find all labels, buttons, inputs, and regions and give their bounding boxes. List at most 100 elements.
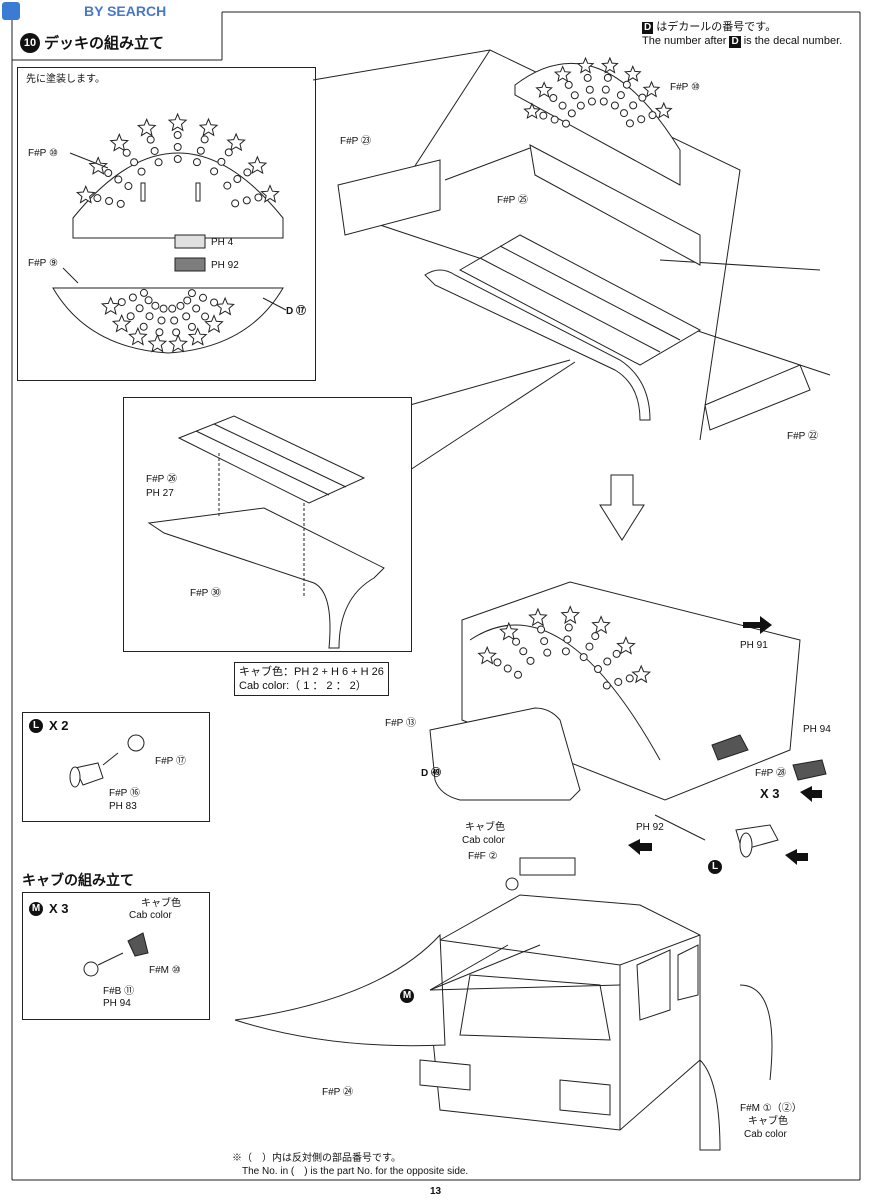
star-icon xyxy=(226,132,246,152)
stud-icon xyxy=(514,670,523,679)
cab-color-formula: キャブ色：PH 2 + H 6 + H 26 Cab color:（ 1 ： 2… xyxy=(234,662,389,696)
page-number: 13 xyxy=(430,1186,442,1197)
stud-icon xyxy=(172,328,181,337)
stud-icon xyxy=(570,91,579,100)
stud-icon xyxy=(612,649,621,658)
stud-icon xyxy=(137,167,146,176)
mirror-fm10: F#M ⑩ xyxy=(149,965,181,976)
paint-note: 先に塗装します。 xyxy=(26,74,105,85)
mirror-box: M X 3 キャブ色 Cab color F#M ⑩ F#B ⑪ PH 94 xyxy=(22,892,210,1020)
stud-icon xyxy=(512,637,521,646)
star-icon xyxy=(654,101,673,119)
stud-icon xyxy=(585,642,594,651)
star-icon xyxy=(111,313,132,333)
cab-section-title: キャブの組み立て xyxy=(22,872,134,888)
stud-icon xyxy=(591,632,600,641)
stud-icon xyxy=(168,304,177,313)
stud-icon xyxy=(602,681,611,690)
stud-icon xyxy=(122,148,131,157)
star-icon xyxy=(168,333,188,353)
detail-fp26: F#P ㉖ xyxy=(146,474,177,485)
stud-icon xyxy=(145,312,154,321)
stud-icon xyxy=(503,664,512,673)
stud-icon xyxy=(603,657,612,666)
stud-icon xyxy=(183,296,192,305)
step-number: 10 xyxy=(20,32,40,53)
stud-icon xyxy=(561,119,570,128)
main-fp25: F#P ㉕ xyxy=(497,195,528,206)
asm-ph94: PH 94 xyxy=(803,724,831,735)
stud-icon xyxy=(146,135,155,144)
cab-color-formula-jp: キャブ色：PH 2 + H 6 + H 26 xyxy=(239,666,384,678)
stud-icon xyxy=(210,167,219,176)
stud-icon xyxy=(150,146,159,155)
footnote-en: The No. in ( ) is the part No. for the o… xyxy=(242,1166,469,1177)
stud-icon xyxy=(233,175,242,184)
star-icon xyxy=(528,607,548,627)
stud-icon xyxy=(104,169,113,178)
star-icon xyxy=(591,615,611,634)
star-icon xyxy=(576,56,595,74)
stud-icon xyxy=(625,119,634,128)
star-icon xyxy=(535,81,553,98)
footnote: ※（ ）内は反対側の部品番号です。 The No. in ( ) is the … xyxy=(232,1152,468,1178)
marker-m-icon: M xyxy=(29,901,43,916)
main-fp22: F#P ㉒ xyxy=(787,431,818,442)
main-fp10: F#P ⑩ xyxy=(670,82,700,93)
stud-icon xyxy=(217,157,226,166)
star-icon xyxy=(260,184,280,203)
stud-icon xyxy=(622,80,631,89)
star-icon xyxy=(187,327,208,346)
logo-icon xyxy=(2,2,20,20)
deck-detail-drawing xyxy=(147,415,385,649)
star-icon xyxy=(147,333,168,353)
stud-icon xyxy=(629,101,638,110)
stud-icon xyxy=(135,304,144,313)
stud-icon xyxy=(243,168,252,177)
stud-icon xyxy=(563,635,572,644)
asm-count3: X 3 xyxy=(760,786,780,801)
asm-fp28: F#P ㉘ xyxy=(755,768,786,779)
star-icon xyxy=(247,155,268,175)
main-fp23: F#P ㉓ xyxy=(340,136,371,147)
stud-icon xyxy=(124,182,133,191)
star-icon xyxy=(100,296,121,315)
cab-color-ratio: Cab color:（ 1 ： 2 ： 2） xyxy=(239,680,367,692)
cab-cab-jp: キャブ色 xyxy=(465,822,505,833)
stud-icon xyxy=(151,301,160,310)
stud-icon xyxy=(638,93,647,102)
cab-cab-jp2: キャブ色 xyxy=(748,1116,788,1127)
stud-icon xyxy=(540,637,549,646)
star-icon xyxy=(616,635,636,655)
star-icon xyxy=(128,326,148,346)
stud-icon xyxy=(564,623,573,632)
stud-icon xyxy=(614,677,623,686)
star-icon xyxy=(623,64,642,82)
stud-icon xyxy=(114,175,123,184)
decal-note: D はデカールの番号です。 The number after D is the … xyxy=(642,21,843,48)
star-icon xyxy=(136,118,157,137)
stud-icon xyxy=(648,111,657,120)
asm-marker-l-icon: L xyxy=(708,860,722,874)
stud-icon xyxy=(173,155,182,164)
star-icon xyxy=(601,56,619,74)
deck-detail-box: F#P ㉖ PH 27 F#P ㉚ xyxy=(123,397,412,652)
stud-icon xyxy=(116,199,125,208)
stud-icon xyxy=(157,316,166,325)
footnote-jp: ※（ ）内は反対側の部品番号です。 xyxy=(232,1153,401,1164)
cab-fm1: F#M ①（②） xyxy=(740,1103,802,1114)
stud-icon xyxy=(192,158,201,167)
star-icon xyxy=(499,621,519,641)
mirror-cab-jp: キャブ色 xyxy=(141,898,181,909)
star-icon xyxy=(198,117,219,137)
stud-icon xyxy=(170,316,179,325)
stud-icon xyxy=(585,85,594,94)
stud-icon xyxy=(550,115,559,124)
light-fp16: F#P ⑯ xyxy=(109,788,140,799)
stud-icon xyxy=(620,109,629,118)
paint-fp10: F#P ⑩ xyxy=(28,148,58,159)
